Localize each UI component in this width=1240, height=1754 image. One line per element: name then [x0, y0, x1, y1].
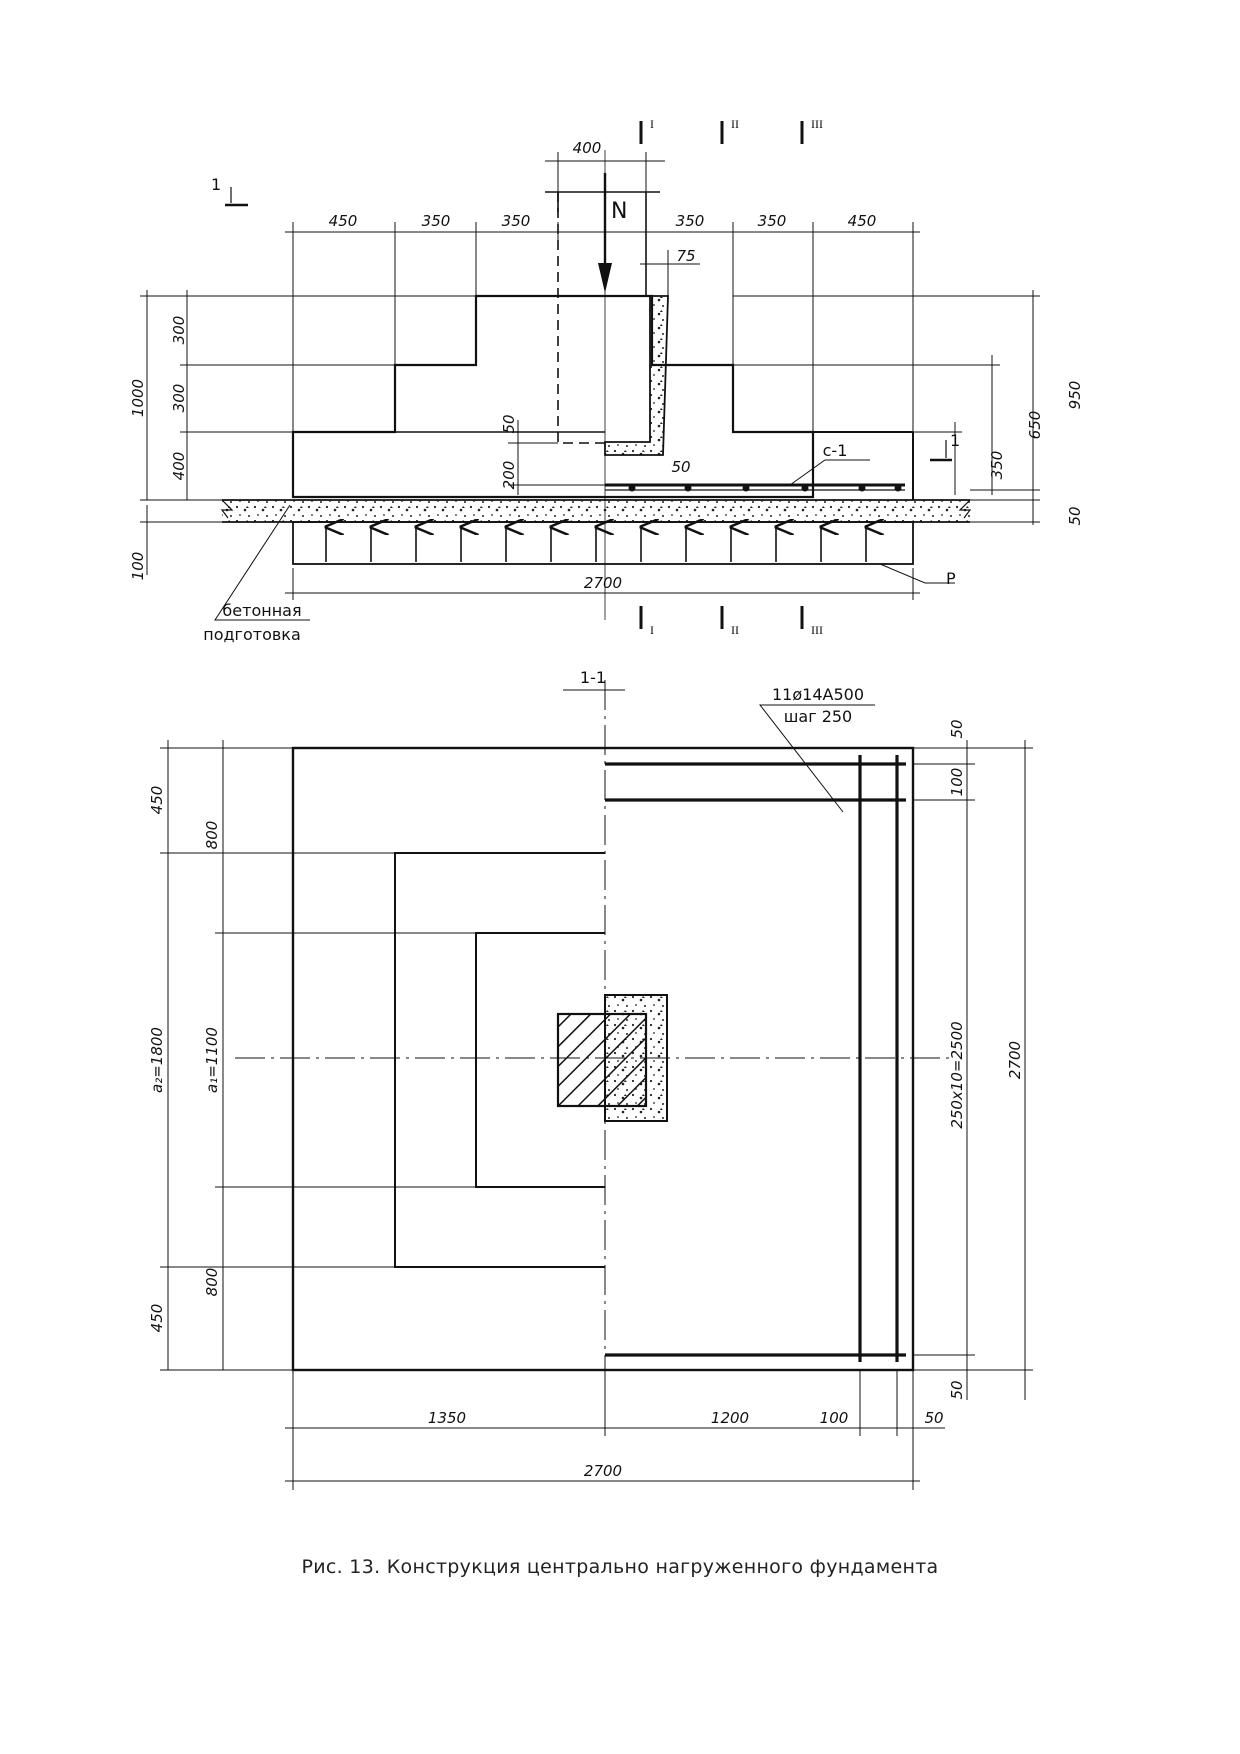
cut-mark-top-3: III [811, 117, 823, 131]
base-width-label: 2700 [584, 574, 622, 592]
inner-dim-200: 200 [500, 461, 518, 490]
offset-50-label: 50 [671, 458, 690, 476]
left-inner-2: a₁=1100 [203, 1027, 221, 1093]
plan-step-2 [394, 852, 605, 1268]
elevation-labels: 400 N 450 350 350 350 350 450 75 50 300 … [129, 117, 1084, 644]
column-plan [556, 1012, 648, 1108]
concrete-preparation [222, 500, 970, 522]
rebar-spec-line2: шаг 250 [784, 707, 852, 726]
cut-mark-bottom-2: II [731, 623, 739, 637]
left-height-3: 400 [170, 452, 188, 481]
left-outer-1: 450 [148, 786, 166, 815]
inner-dim-50: 50 [500, 414, 518, 433]
plan-step-3 [475, 932, 605, 1188]
right-height-2: 650 [1026, 411, 1044, 440]
right-height-3: 950 [1066, 381, 1084, 410]
plan-rebars [605, 755, 906, 1362]
right-total: 2700 [1006, 1041, 1024, 1079]
right-height-1: 350 [988, 451, 1006, 480]
left-height-total: 1000 [129, 379, 147, 417]
bottom-dim-4: 50 [924, 1409, 943, 1427]
cut-mark-bottom-1: I [650, 623, 654, 637]
soil-pressure-diagram [292, 521, 914, 565]
bottom-dim-1: 1350 [428, 1409, 466, 1427]
left-inner-1: 800 [203, 821, 221, 850]
section-label: 1-1 [580, 668, 606, 687]
prep-label-line2: подготовка [203, 625, 301, 644]
left-outer-2: a₂=1800 [148, 1027, 166, 1093]
plan-labels: 1-1 11ø14A500 шаг 250 450 a₂=1800 450 80… [148, 668, 1024, 1480]
prep-thickness: 100 [129, 552, 147, 581]
section-mark-left: 1 [211, 175, 221, 194]
right-inner-4: 50 [948, 1380, 966, 1399]
left-inner-3: 800 [203, 1268, 221, 1297]
right-inner-2: 100 [948, 768, 966, 797]
left-height-2: 300 [170, 384, 188, 413]
column-dashed-outline [557, 192, 605, 444]
right-inner-3: 250x10=2500 [948, 1021, 966, 1128]
top-dim-2: 350 [422, 212, 451, 230]
section-mark-right: 1 [950, 431, 960, 450]
cut-mark-bottom-3: III [811, 623, 823, 637]
left-outer-3: 450 [148, 1304, 166, 1333]
plan-outline [291, 746, 915, 1372]
top-dim-6: 450 [848, 212, 877, 230]
column-width-label: 400 [573, 139, 602, 157]
footing-outline [291, 294, 815, 499]
cut-mark-top-2: II [731, 117, 739, 131]
left-height-1: 300 [170, 316, 188, 345]
elevation-view [140, 121, 1040, 629]
prep-label-line1: бетонная [222, 601, 301, 620]
top-dim-5: 350 [758, 212, 787, 230]
grout-fill [604, 295, 669, 456]
bottom-dim-3: 100 [820, 1409, 849, 1427]
offset-75-label: 75 [676, 247, 695, 265]
rebar-mark: с-1 [823, 441, 848, 460]
load-label: N [611, 199, 627, 224]
rebar-spec-line1: 11ø14A500 [772, 685, 864, 704]
figure-caption: Рис. 13. Конструкция центрально нагружен… [301, 1556, 939, 1578]
bottom-total: 2700 [584, 1462, 622, 1480]
top-dim-3: 350 [502, 212, 531, 230]
plan-view [160, 680, 1033, 1490]
right-inner-1: 50 [948, 719, 966, 738]
cut-mark-top-1: I [650, 117, 654, 131]
bottom-dim-2: 1200 [711, 1409, 749, 1427]
rebar-dots [628, 484, 902, 492]
top-dim-4: 350 [676, 212, 705, 230]
pressure-arrows [326, 527, 866, 562]
reaction-label: P [946, 569, 956, 588]
top-dim-1: 450 [329, 212, 358, 230]
prep-right: 50 [1066, 506, 1084, 525]
